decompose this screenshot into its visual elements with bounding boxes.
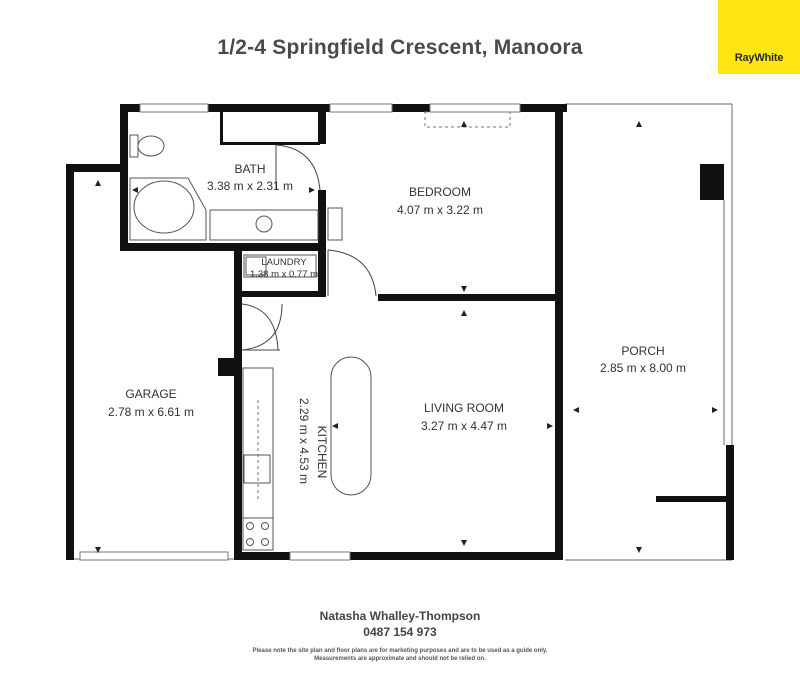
kitchen-name: KITCHEN [315, 426, 329, 479]
bath-name: BATH [234, 162, 265, 176]
brand-logo-text: RayWhite [734, 52, 784, 64]
page-title: 1/2-4 Springfield Crescent, Manoora [217, 36, 583, 59]
disclaimer-line-2: Measurements are approximate and should … [314, 656, 486, 662]
living-room-dims: 3.27 m x 4.47 m [421, 419, 507, 433]
agent-phone[interactable]: 0487 154 973 [363, 625, 437, 639]
door-swings [241, 144, 377, 351]
windows [79, 103, 521, 561]
porch-dims: 2.85 m x 8.00 m [600, 361, 686, 375]
porch-name: PORCH [621, 344, 664, 358]
walls [66, 104, 734, 560]
agent-name: Natasha Whalley-Thompson [319, 609, 481, 623]
ray-white-logo: RayWhite [718, 0, 800, 74]
thin-outlines [72, 103, 733, 561]
laundry-dims: 1.38 m x 0.77 m [250, 269, 318, 280]
overhead-lines [257, 111, 511, 500]
room-labels: BATH 3.38 m x 2.31 m BEDROOM 4.07 m x 3.… [108, 162, 686, 484]
laundry-name: LAUNDRY [261, 257, 307, 268]
dimension-markers [95, 121, 718, 553]
bedroom-dims: 4.07 m x 3.22 m [397, 203, 483, 217]
garage-name: GARAGE [125, 387, 176, 401]
bath-dims: 3.38 m x 2.31 m [207, 179, 293, 193]
disclaimer-line-1: Please note the site plan and floor plan… [252, 648, 548, 654]
kitchen-dims: 2.29 m x 4.53 m [297, 398, 311, 484]
bedroom-name: BEDROOM [409, 185, 471, 199]
garage-dims: 2.78 m x 6.61 m [108, 405, 194, 419]
living-room-name: LIVING ROOM [424, 401, 504, 415]
fixtures [129, 134, 372, 551]
